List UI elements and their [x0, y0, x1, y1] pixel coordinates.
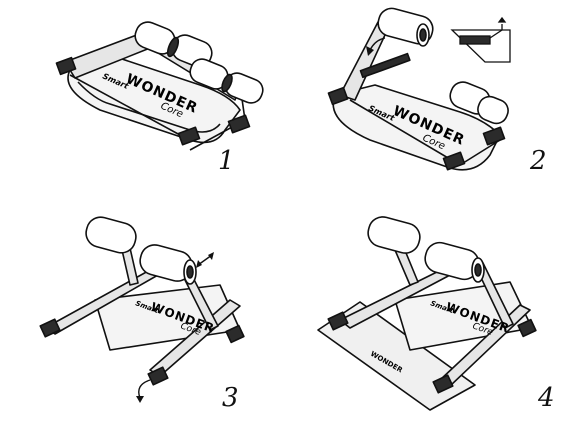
step-number-1: 1 — [218, 146, 235, 176]
twist-arrow-icon — [138, 379, 151, 399]
step-number-3: 3 — [222, 383, 239, 413]
folded-device-illustration: Smart WONDER Core — [55, 21, 264, 151]
upright-device-illustration: Smart WONDER Core — [39, 216, 245, 403]
assembled-device-illustration: Smart WONDER Core WONDER — [317, 216, 537, 411]
rotate-arrow-icon — [369, 37, 386, 51]
step-1-panel: Smart WONDER Core 1 — [40, 0, 290, 200]
step-4-panel: Smart WONDER Core WONDER 4 — [300, 210, 588, 440]
step-2-panel: Smart WONDER Core 2 — [300, 0, 588, 200]
unfolding-device-illustration: Smart WONDER Core — [327, 7, 511, 171]
pin-detail-inset — [450, 16, 511, 63]
step-number-2: 2 — [530, 146, 547, 176]
step-3-panel: Smart WONDER Core 3 — [0, 210, 290, 440]
step-number-4: 4 — [538, 383, 555, 413]
